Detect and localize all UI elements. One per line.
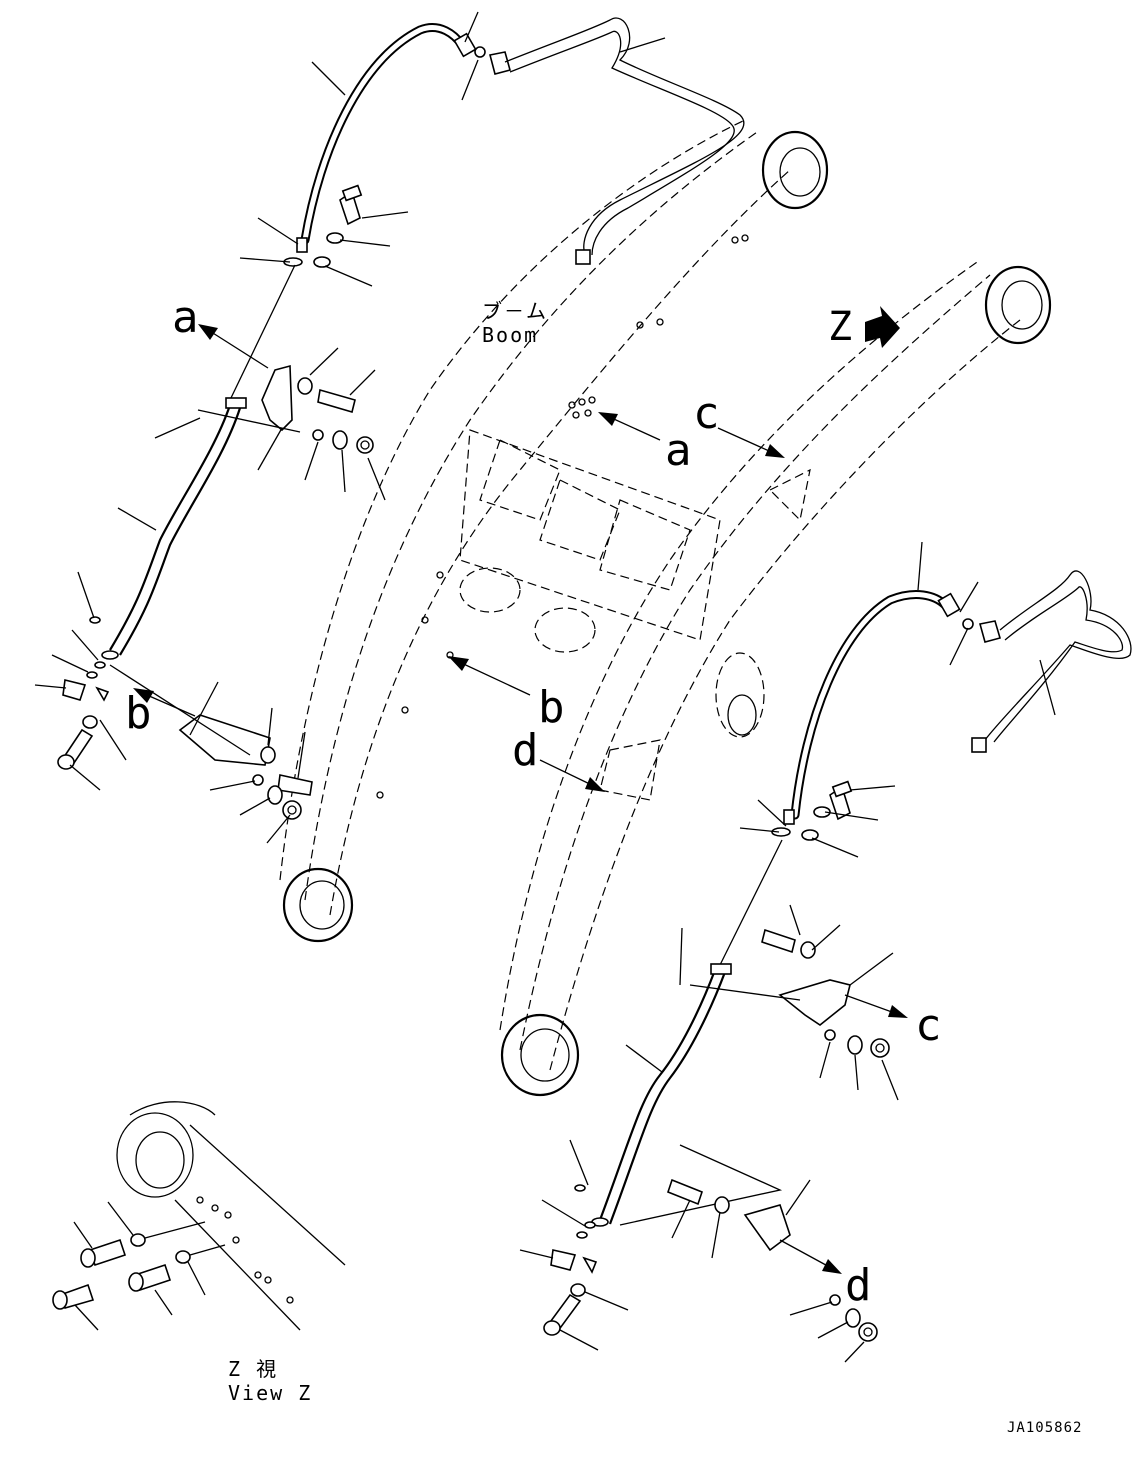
callout-label-a-left: a (172, 292, 199, 343)
boom-outline (279, 119, 1021, 1071)
view-z-arrow-icon (865, 306, 900, 348)
boom-mount-dots (376, 234, 749, 799)
callout-label-d-bottom: d (845, 1260, 872, 1311)
callout-label-d-top: d (512, 725, 539, 776)
right-bracket-c (689, 928, 890, 1058)
boom-label-jp: ブ－ム (482, 299, 548, 323)
right-hose-assembly (790, 570, 1132, 820)
view-z-inset (52, 1101, 346, 1331)
callout-label-a-right: a (665, 425, 692, 476)
left-upper-bolt-set (283, 184, 363, 268)
right-bracket-d (543, 1178, 878, 1342)
callout-arrows (133, 306, 908, 1274)
left-steel-pipe (101, 264, 296, 660)
text-labels: a a b b c c d d Z ブ－ム Boom Z 視 View Z JA… (125, 292, 1082, 1436)
right-upper-bolt-set (771, 780, 853, 841)
leader-lines (34, 11, 1056, 1363)
drawing-code: JA105862 (1007, 1420, 1082, 1436)
boom-label-en: Boom (482, 323, 538, 347)
view-z-title-en: View Z (228, 1381, 312, 1405)
view-z-callout-label: Z (828, 304, 852, 350)
callout-label-b-left: b (125, 688, 152, 739)
boom-end-bosses (282, 130, 1052, 1097)
left-bracket-a (197, 364, 374, 454)
right-steel-pipe (591, 839, 783, 1227)
left-bracket-b (57, 616, 313, 820)
callout-label-c-bottom: c (915, 1000, 942, 1051)
callout-label-b-right: b (538, 682, 565, 733)
view-z-title-jp: Z 視 (228, 1357, 278, 1381)
left-hose-assembly (300, 17, 745, 265)
callout-label-c-top: c (693, 388, 720, 439)
